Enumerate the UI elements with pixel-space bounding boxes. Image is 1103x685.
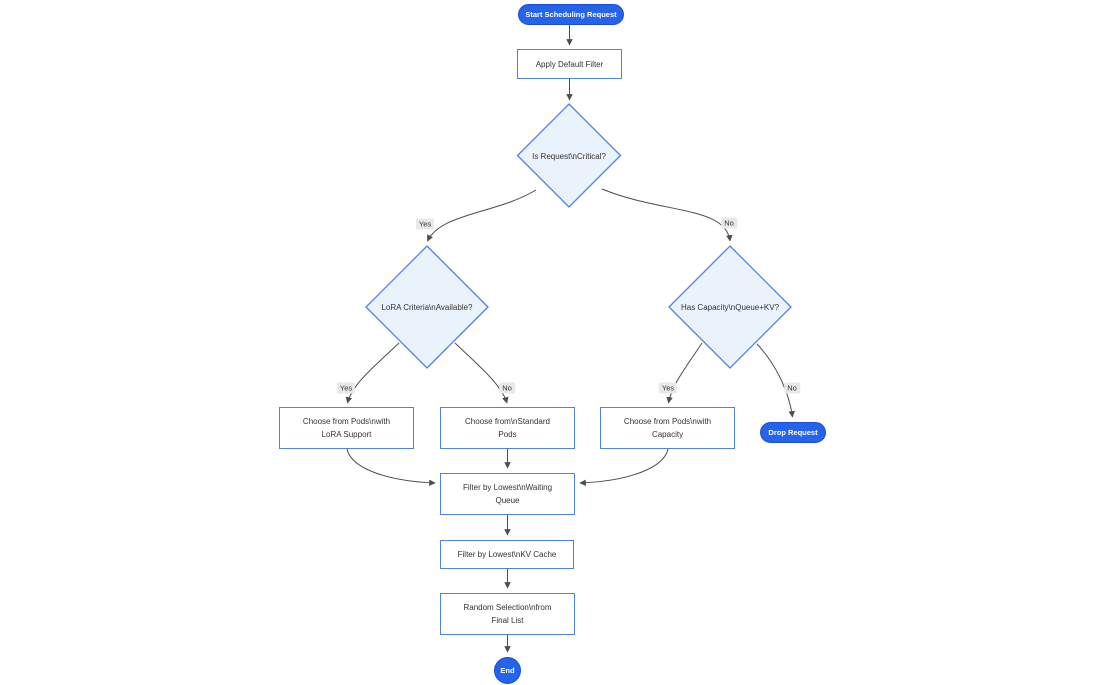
edge-label-critical-no: No	[721, 217, 737, 229]
edge-label-capacity-yes: Yes	[658, 382, 678, 394]
node-choose-pods-capacity: Choose from Pods\nwith Capacity	[600, 407, 735, 449]
edge-capacity-no-to-drop	[756, 343, 795, 418]
node-start-scheduling-request: Start Scheduling Request	[518, 4, 624, 25]
edge-lora-no-to-choose-standard	[454, 342, 509, 404]
edge-label-lora-yes: Yes	[336, 382, 356, 394]
edge-lora-yes-to-choose-lora	[345, 342, 400, 404]
edge-critical-no-to-capacity	[601, 188, 733, 242]
edge-label-lora-no: No	[499, 382, 515, 394]
decision-lora-criteria-shape	[365, 245, 489, 369]
edge-label-critical-yes: Yes	[415, 218, 435, 230]
decision-has-capacity-shape	[668, 245, 792, 369]
edge-critical-yes-to-lora	[427, 189, 537, 242]
decision-is-request-critical-label: Is Request\nCritical?	[532, 151, 606, 161]
node-choose-pods-lora-support: Choose from Pods\nwith LoRA Support	[279, 407, 414, 449]
node-choose-standard-pods: Choose from\nStandard Pods	[440, 407, 575, 449]
node-random-selection-final-list: Random Selection\nfrom Final List	[440, 593, 575, 635]
node-filter-lowest-kv-cache: Filter by Lowest\nKV Cache	[440, 540, 574, 569]
node-filter-lowest-waiting-queue: Filter by Lowest\nWaiting Queue	[440, 473, 575, 515]
edge-capacity-yes-to-choose-capacity	[666, 342, 703, 404]
edge-choose-capacity-to-filter-waiting	[579, 448, 669, 487]
edge-choose-lora-to-filter-waiting	[346, 448, 436, 487]
edge-label-capacity-no: No	[784, 382, 800, 394]
node-drop-request: Drop Request	[760, 422, 826, 443]
node-apply-default-filter: Apply Default Filter	[517, 49, 622, 79]
decision-has-capacity-label: Has Capacity\nQueue+KV?	[680, 302, 780, 312]
decision-lora-criteria-label: LoRA Criteria\nAvailable?	[381, 302, 473, 312]
node-end: End	[494, 657, 521, 684]
decision-is-request-critical-shape	[516, 103, 622, 208]
